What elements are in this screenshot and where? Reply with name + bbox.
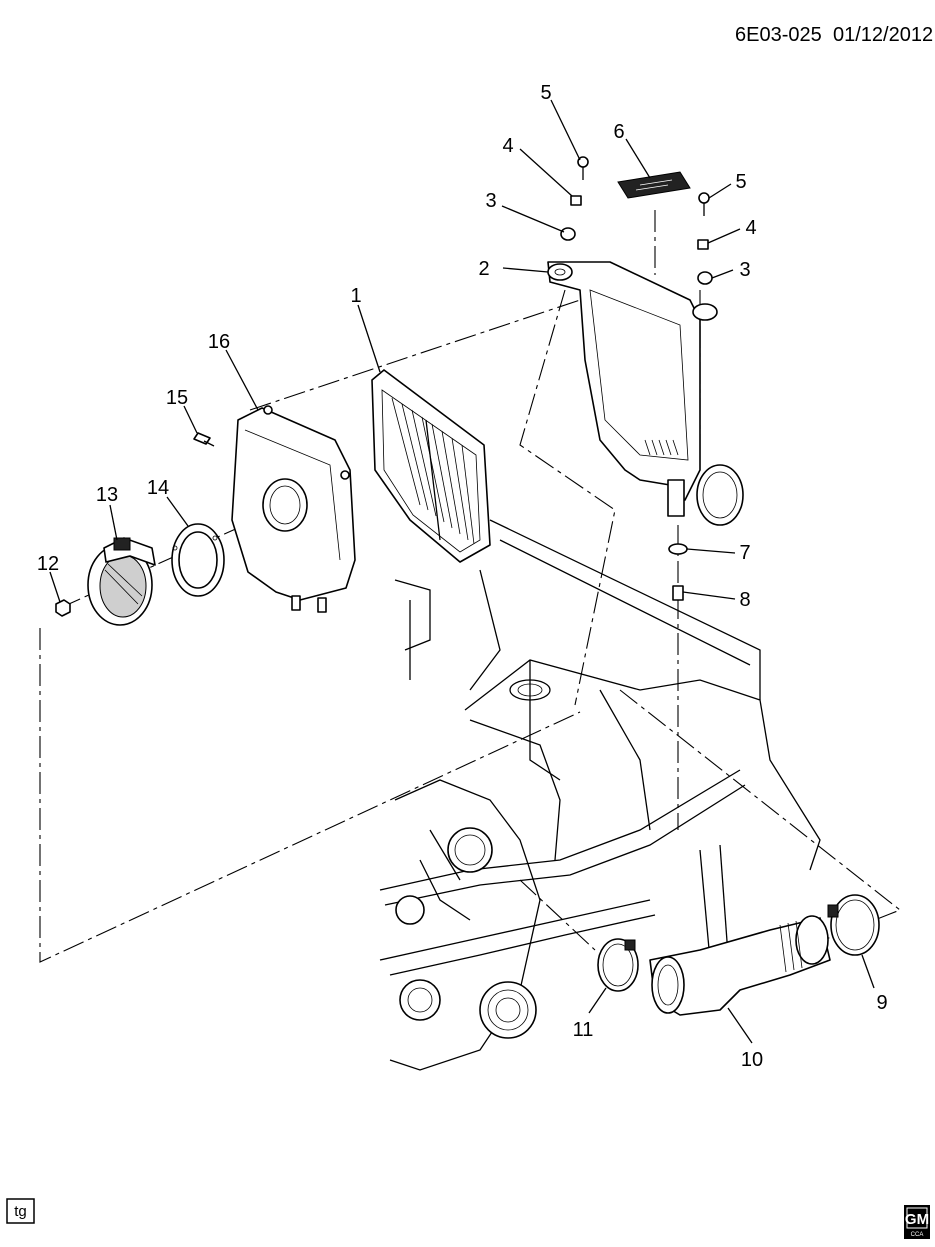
tag-box: tg bbox=[6, 1198, 35, 1224]
part-6-label bbox=[617, 171, 691, 199]
part-5-bolt-right bbox=[698, 192, 710, 216]
part-15-screw bbox=[193, 432, 215, 447]
callout-9: 9 bbox=[876, 992, 887, 1014]
callout-6: 6 bbox=[613, 121, 624, 143]
part-3-grommet-left bbox=[560, 227, 576, 241]
callout-labels: 1 2 3 3 4 4 5 5 6 7 8 9 10 11 12 13 14 1… bbox=[37, 82, 888, 1071]
part-4-spacer-right bbox=[697, 239, 709, 250]
part-13-maf-sensor bbox=[87, 537, 156, 626]
callout-16: 16 bbox=[208, 331, 230, 353]
callout-3-left: 3 bbox=[485, 190, 496, 212]
gm-logo-subtext: CCA bbox=[911, 1232, 924, 1238]
callout-14: 14 bbox=[147, 477, 169, 499]
callout-8: 8 bbox=[739, 589, 750, 611]
part-1-air-filter bbox=[371, 369, 491, 563]
diagram-code: 6E03-025 bbox=[735, 24, 822, 46]
engine-assembly bbox=[389, 779, 541, 1071]
part-3-grommet-right bbox=[697, 271, 713, 285]
callout-4-left: 4 bbox=[502, 135, 513, 157]
callout-5-right: 5 bbox=[735, 171, 746, 193]
part-8-isolator bbox=[672, 585, 684, 601]
part-9-clamp bbox=[827, 894, 880, 956]
part-7-grommet bbox=[668, 543, 688, 555]
leader-lines bbox=[49, 99, 875, 1044]
callout-4-right: 4 bbox=[745, 217, 756, 239]
outlet-seal bbox=[696, 464, 744, 526]
part-16-housing-cover bbox=[231, 405, 356, 613]
part-12-nut bbox=[55, 599, 71, 617]
callout-10: 10 bbox=[741, 1049, 763, 1071]
gm-logo: GM CCA bbox=[904, 1205, 930, 1239]
callout-2: 2 bbox=[478, 258, 489, 280]
callout-1: 1 bbox=[350, 285, 361, 307]
part-2-housing-lower bbox=[547, 261, 718, 517]
diagram-date: 01/12/2012 bbox=[833, 24, 933, 46]
part-5-bolt-left bbox=[577, 156, 589, 180]
callout-13: 13 bbox=[96, 484, 118, 506]
callout-12: 12 bbox=[37, 553, 59, 575]
part-4-spacer-left bbox=[570, 195, 582, 206]
part-10-intake-duct bbox=[649, 915, 831, 1016]
vehicle-structure bbox=[379, 519, 821, 976]
callout-5-left: 5 bbox=[540, 82, 551, 104]
callout-15: 15 bbox=[166, 387, 188, 409]
part-14-seal bbox=[171, 523, 225, 597]
callout-3-right: 3 bbox=[739, 259, 750, 281]
tag-text: tg bbox=[14, 1203, 27, 1220]
part-11-clamp bbox=[597, 938, 639, 992]
gm-logo-text: GM bbox=[905, 1211, 929, 1228]
callout-11: 11 bbox=[573, 1019, 594, 1041]
callout-7: 7 bbox=[739, 542, 750, 564]
